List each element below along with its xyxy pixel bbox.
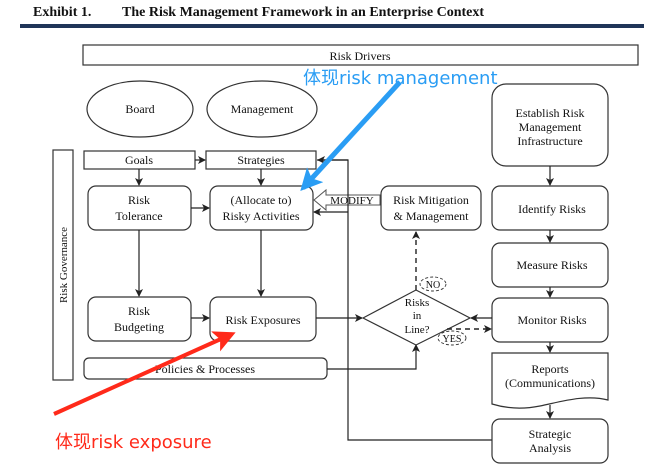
decision-line3: Line?: [404, 324, 429, 336]
establish-line1: Establish Risk: [515, 106, 584, 120]
identify-risks-label: Identify Risks: [518, 202, 586, 216]
risk-budgeting-line2: Budgeting: [114, 320, 164, 334]
strategic-analysis-line2: Analysis: [529, 441, 571, 455]
decision-line2: in: [413, 310, 422, 322]
header-rule: [20, 24, 644, 28]
risk-governance-bar: [52, 149, 74, 381]
measure-risks-label: Measure Risks: [517, 258, 588, 272]
risk-exposures-box: [209, 296, 317, 342]
risk-drivers-box: [82, 44, 639, 66]
risky-activities-line1: (Allocate to): [231, 193, 292, 207]
management-ellipse: [206, 80, 318, 138]
reports-line1: Reports: [531, 362, 569, 376]
risk-drivers-label: Risk Drivers: [330, 49, 391, 63]
goals-label: Goals: [125, 153, 153, 167]
no-badge: [419, 276, 447, 292]
risk-exposures-label: Risk Exposures: [226, 313, 301, 327]
risk-mitigation-line2: & Management: [394, 209, 470, 223]
risk-mitigation-box: [380, 185, 482, 231]
risk-governance-label: Risk Governance: [58, 227, 70, 303]
risk-tolerance-line2: Tolerance: [115, 209, 162, 223]
board-label: Board: [125, 102, 154, 116]
no-label: NO: [426, 280, 440, 291]
risk-budgeting-box: [87, 296, 192, 342]
risk-budgeting-line1: Risk: [128, 304, 150, 318]
reports-line2: (Communications): [505, 376, 595, 390]
strategic-analysis-line1: Strategic: [529, 427, 572, 441]
exhibit-label: Exhibit 1.: [33, 5, 91, 20]
establish-line3: Infrastructure: [517, 134, 582, 148]
policies-processes-label: Policies & Processes: [155, 362, 255, 376]
monitor-risks-label: Monitor Risks: [517, 313, 586, 327]
risk-mitigation-line1: Risk Mitigation: [393, 193, 469, 207]
page-title: The Risk Management Framework in an Ente…: [122, 5, 484, 20]
decision-line1: Risks: [405, 297, 429, 309]
modify-arrow: [313, 188, 381, 212]
blue-annotation-arrow: [300, 80, 402, 191]
board-ellipse: [86, 80, 194, 138]
red-annotation-arrow: [53, 331, 236, 416]
strategies-label: Strategies: [237, 153, 285, 167]
blue-annotation-text: 体现risk management: [303, 68, 498, 89]
management-label: Management: [231, 102, 294, 116]
risk-tolerance-line1: Risk: [128, 193, 150, 207]
reports-box: [491, 352, 609, 409]
policies-to-decision-arrow: [327, 344, 420, 370]
yes-label: YES: [443, 334, 462, 345]
yes-badge: [437, 330, 467, 346]
modify-label: MODIFY: [330, 195, 373, 207]
strategic-analysis-box: [491, 418, 609, 464]
red-annotation-text: 体现risk exposure: [55, 432, 212, 453]
risky-activities-line2: Risky Activities: [222, 209, 299, 223]
establish-line2: Management: [519, 120, 582, 134]
